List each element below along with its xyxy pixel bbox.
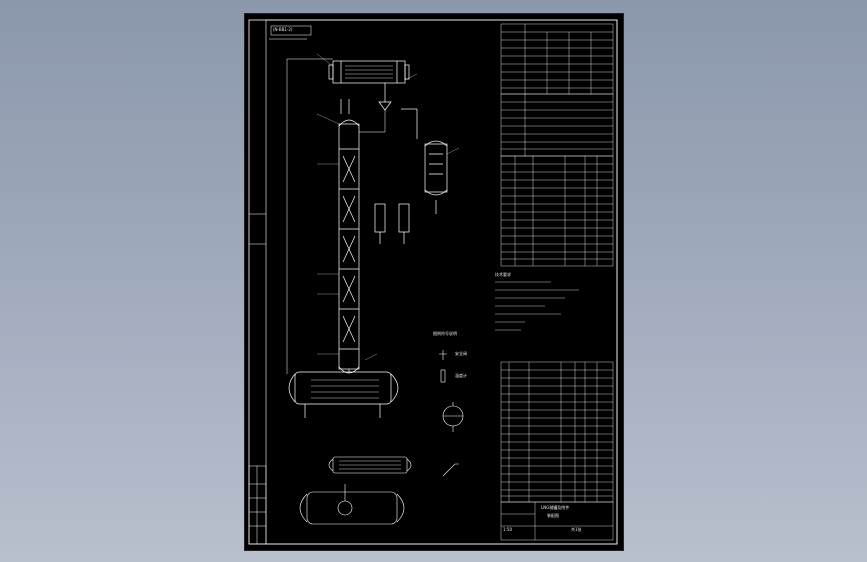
spec-table: [500, 23, 614, 267]
tech-req-title: 技术要求: [495, 272, 511, 277]
sheet-count: 共1张: [571, 527, 582, 532]
reflux-pipe: [269, 38, 386, 374]
reflux-drum: [374, 108, 448, 244]
top-condenser: [328, 60, 410, 111]
legend-title: 图例符号说明: [433, 331, 457, 336]
cad-drawing: [248, 19, 618, 545]
left-strip-table: [248, 213, 267, 545]
drawing-code: (N-BB1-2): [273, 27, 293, 32]
parts-list-table: [500, 361, 614, 541]
leader-lines: [316, 53, 460, 361]
title-block-main: LNG储罐及附件: [541, 505, 570, 510]
drawing-sheet: (N-BB1-2) 图例符号说明 安全阀 温度计 技术要求 LNG储罐及附件 装…: [244, 13, 624, 551]
legend-item-thermometer: 温度计: [455, 373, 467, 378]
tech-req-lines: [495, 281, 579, 331]
title-block-sub: 装配图: [547, 513, 559, 518]
legend-symbols: [439, 350, 464, 477]
legend-item-safety-valve: 安全阀: [455, 351, 467, 356]
detail-views: [299, 456, 412, 525]
reboiler-vessel: [288, 369, 399, 418]
scale-text: 1:50: [503, 527, 512, 532]
distillation-column: [338, 99, 360, 374]
